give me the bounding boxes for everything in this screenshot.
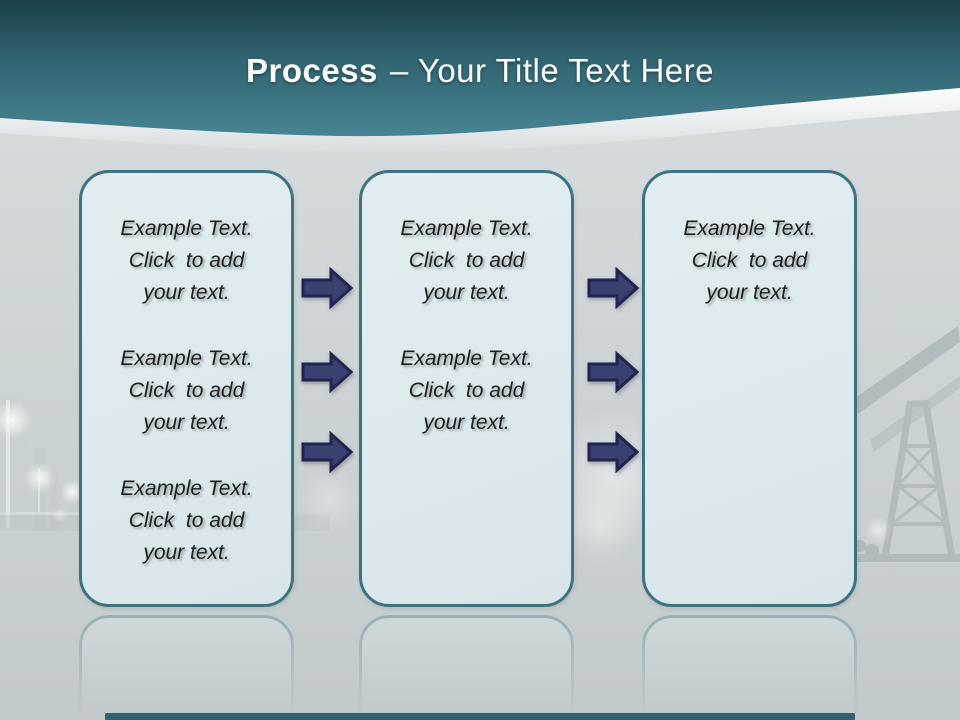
title-keyword: Process — [245, 52, 378, 89]
paragraph-line: your text. — [706, 281, 793, 304]
paragraph-line: Click to add — [691, 249, 808, 272]
step-paragraph[interactable]: Example Text. Click to add your text. — [88, 473, 285, 569]
box-reflection — [642, 615, 857, 720]
footer-bar — [105, 713, 855, 720]
right-arrow-icon — [301, 351, 353, 393]
paragraph-line: Click to add — [408, 249, 525, 272]
paragraph-line: Example Text. — [120, 347, 253, 370]
box-reflection — [79, 615, 294, 720]
step-paragraph[interactable]: Example Text. Click to add your text. — [88, 343, 285, 439]
step-paragraph[interactable]: Example Text. Click to add your text. — [368, 343, 565, 439]
paragraph-line: Example Text. — [120, 217, 253, 240]
paragraph-line: Example Text. — [120, 477, 253, 500]
paragraph-line: Click to add — [128, 379, 245, 402]
paragraph-line: your text. — [423, 281, 510, 304]
box-reflection — [359, 615, 574, 720]
paragraph-line: your text. — [423, 411, 510, 434]
right-arrow-icon — [587, 267, 639, 309]
paragraph-line: your text. — [143, 541, 230, 564]
paragraph-line: Click to add — [128, 509, 245, 532]
paragraph-line: your text. — [143, 411, 230, 434]
process-step-box-2[interactable]: Example Text. Click to add your text. Ex… — [359, 170, 574, 607]
step-paragraph[interactable]: Example Text. Click to add your text. — [368, 213, 565, 309]
step-paragraph[interactable]: Example Text. Click to add your text. — [651, 213, 848, 309]
paragraph-line: your text. — [143, 281, 230, 304]
paragraph-line: Example Text. — [683, 217, 816, 240]
step-paragraph[interactable]: Example Text. Click to add your text. — [88, 213, 285, 309]
right-arrow-icon — [587, 351, 639, 393]
paragraph-line: Example Text. — [400, 217, 533, 240]
paragraph-line: Example Text. — [400, 347, 533, 370]
right-arrow-icon — [301, 431, 353, 473]
paragraph-line: Click to add — [128, 249, 245, 272]
paragraph-line: Click to add — [408, 379, 525, 402]
process-step-box-1[interactable]: Example Text. Click to add your text. Ex… — [79, 170, 294, 607]
slide-title[interactable]: Process – Your Title Text Here — [0, 52, 960, 90]
process-step-box-3[interactable]: Example Text. Click to add your text. — [642, 170, 857, 607]
right-arrow-icon — [301, 267, 353, 309]
title-subtitle: – Your Title Text Here — [389, 52, 715, 89]
right-arrow-icon — [587, 431, 639, 473]
